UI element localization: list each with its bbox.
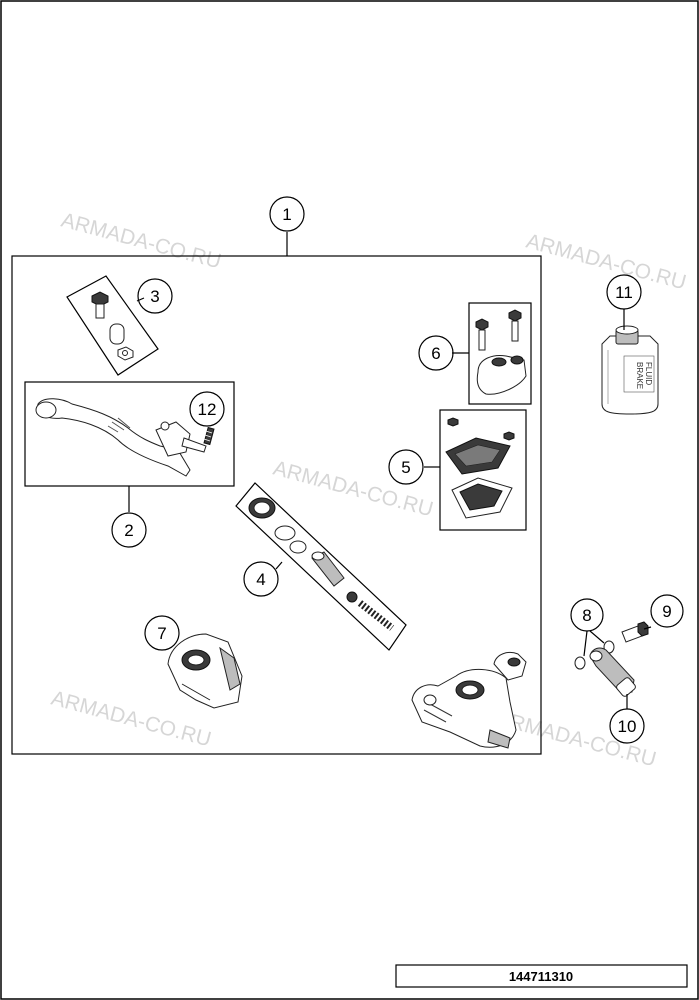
callout-1[interactable]: 1 [269,196,305,232]
sealing-washer [574,656,586,670]
bolt-shank [95,303,105,319]
callout-number: 4 [256,570,265,589]
callout-number: 10 [618,717,637,736]
snap-ring [274,525,296,541]
callout-number: 5 [401,458,410,477]
part-group-7-cylinder-cap [167,633,243,709]
housing-body [411,669,517,748]
callout-4[interactable]: 4 [243,561,279,597]
clamp-bolt-head [475,318,489,331]
bushing [109,323,125,345]
callout-3[interactable]: 3 [137,278,173,314]
pivot-bolt [160,421,170,431]
part-group-5-reservoir-cover [424,409,527,531]
watermark: ARMADA-CO.RU [271,457,436,522]
part-group-6-clamp [452,302,532,405]
callout-9[interactable]: 9 [650,594,684,628]
callout-2[interactable]: 2 [111,512,147,548]
diagram-code-box: 144711310 [395,964,688,988]
callout-number: 9 [662,602,671,621]
callout-10[interactable]: 10 [609,708,645,744]
callout-11[interactable]: 11 [606,274,642,310]
part-group-2-lever [24,381,235,512]
part-group-3-bolt-kit [66,275,159,376]
cover-screw [503,431,515,441]
callout-number: 11 [615,283,633,302]
washer [289,540,307,554]
master-cylinder-housing [411,651,527,749]
fluid-label-panel [623,355,655,393]
cover-screw [447,417,459,427]
callout-7[interactable]: 7 [144,615,180,651]
lever-blade [37,398,191,477]
callout-number: 2 [124,521,133,540]
callout-5[interactable]: 5 [388,449,424,485]
callout-number: 7 [157,624,166,643]
watermark: ARMADA-CO.RU [49,687,214,752]
part-group-banjo [574,621,649,697]
watermark: ARMADA-CO.RU [524,230,689,295]
callout-6[interactable]: 6 [418,335,454,371]
lever-ball-end [35,401,57,419]
handlebar-clamp [476,355,527,395]
adjuster-pin [181,437,207,453]
watermark-layer: ARMADA-CO.RU ARMADA-CO.RU ARMADA-CO.RU A… [49,209,689,772]
diagram-code: 144711310 [509,969,573,984]
bolt-head [91,291,109,307]
assembly-frame [11,255,542,755]
fluid-can-label: FLUID [644,362,653,385]
callout-number: 6 [431,344,440,363]
callout-number: 8 [582,606,591,625]
part-group-4-piston-kit [235,482,407,651]
callout-number: 12 [198,400,217,419]
callout-12[interactable]: 12 [189,391,225,427]
fluid-can-label: BRAKE [635,362,644,389]
primary-cup [346,591,358,603]
callout-number: 1 [282,205,291,224]
callout-number: 3 [150,287,159,306]
banjo-bolt-head [637,621,649,637]
clamp-bolt-head [508,309,522,322]
clamp-bolt-shank [511,320,519,342]
callout-8[interactable]: 8 [570,598,604,632]
part-11-brake-fluid-can: BRAKE FLUID [601,325,659,415]
watermark: ARMADA-CO.RU [59,209,224,274]
clamp-bolt-shank [478,329,486,351]
return-spring [357,600,395,631]
